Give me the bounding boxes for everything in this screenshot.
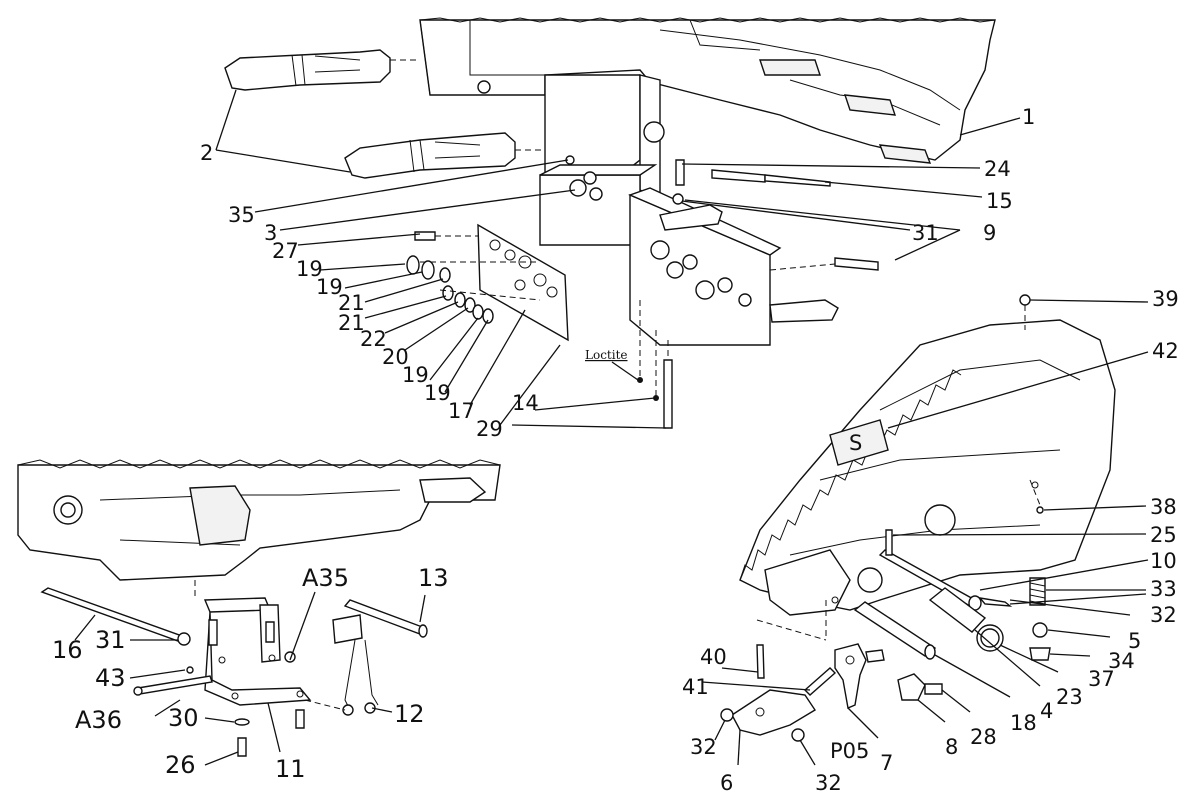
callout-12: 12 — [394, 700, 425, 728]
bolt-14-29 — [637, 300, 673, 429]
callout-32-left: 32 — [690, 735, 717, 759]
callout-13: 13 — [418, 564, 449, 592]
callout-4: 4 — [1040, 699, 1053, 723]
callout-17: 17 — [448, 399, 475, 423]
callout-19-d: 19 — [424, 381, 451, 405]
callout-21-a: 21 — [338, 291, 365, 315]
leader-lines-bottom-left — [74, 591, 426, 766]
callout-19-a: 19 — [296, 257, 323, 281]
link-6 — [720, 689, 816, 742]
callout-1: 1 — [1022, 105, 1035, 129]
pin-13 — [343, 599, 428, 638]
callout-32-right: 32 — [1150, 603, 1177, 627]
mounting-bracket-11 — [203, 597, 312, 706]
callout-30: 30 — [168, 704, 199, 732]
callout-19-b: 19 — [316, 275, 343, 299]
handle-grip-lower — [344, 132, 545, 179]
callout-34: 34 — [1108, 649, 1135, 673]
guide-line-clip — [304, 699, 346, 711]
bracket-screws — [186, 619, 305, 757]
callout-37: 37 — [1088, 667, 1115, 691]
bottom-right-housing — [739, 319, 1116, 616]
callout-31-top: 31 — [912, 221, 939, 245]
callout-32-bottom: 32 — [815, 771, 842, 795]
callout-3: 3 — [264, 221, 277, 245]
callout-33: 33 — [1150, 577, 1177, 601]
callout-28: 28 — [970, 725, 997, 749]
callout-A35: A35 — [302, 564, 349, 592]
main-valve-body — [628, 187, 839, 346]
callout-22: 22 — [360, 327, 387, 351]
callout-5: 5 — [1128, 629, 1141, 653]
callout-43: 43 — [95, 664, 126, 692]
ball-34-cap-37 — [1029, 622, 1051, 661]
callout-40: 40 — [700, 645, 727, 669]
callout-27: 27 — [272, 239, 299, 263]
pin-40 — [756, 600, 827, 679]
loctite-note: Loctite — [585, 348, 628, 362]
callout-21-b: 21 — [338, 311, 365, 335]
callout-10: 10 — [1150, 549, 1177, 573]
callout-41: 41 — [682, 675, 709, 699]
screw-39 — [1019, 294, 1031, 330]
callout-16: 16 — [52, 636, 83, 664]
lever-7 — [834, 643, 885, 709]
leader-lines-top — [215, 89, 1021, 429]
spring-33 — [1029, 577, 1046, 606]
cylinder-4 — [928, 587, 1004, 652]
callout-18: 18 — [1010, 711, 1037, 735]
callout-11: 11 — [275, 755, 306, 783]
logo-s: S — [849, 431, 862, 455]
callout-29: 29 — [476, 417, 503, 441]
callout-A36: A36 — [75, 706, 122, 734]
screw-38 — [1029, 479, 1044, 514]
callout-15: 15 — [986, 189, 1013, 213]
callout-2: 2 — [200, 141, 213, 165]
callout-23: 23 — [1056, 685, 1083, 709]
shaft-18 — [853, 601, 937, 660]
callout-7: 7 — [880, 751, 893, 775]
callout-14: 14 — [512, 391, 539, 415]
spring-clip-12 — [332, 614, 379, 716]
callout-24: 24 — [984, 157, 1011, 181]
callout-9: 9 — [983, 221, 996, 245]
seal-stack — [406, 255, 541, 324]
callout-35: 35 — [228, 203, 255, 227]
spring-41 — [803, 667, 837, 696]
callout-25: 25 — [1150, 523, 1177, 547]
callout-38: 38 — [1150, 495, 1177, 519]
callout-19-c: 19 — [402, 363, 429, 387]
leader-lines-bottom-right — [701, 299, 1149, 766]
handle-grip-upper — [224, 49, 420, 91]
screw-27 — [414, 231, 478, 241]
callout-42: 42 — [1152, 339, 1179, 363]
callout-20: 20 — [382, 345, 409, 369]
callout-P05: P05 — [830, 739, 869, 763]
pin-5 — [978, 597, 1013, 607]
spring-pin-25 — [885, 529, 893, 556]
callout-26: 26 — [165, 751, 196, 779]
bottom-left-frame — [17, 459, 501, 581]
top-frame-housing — [419, 17, 996, 164]
bushing-8 — [897, 673, 943, 701]
callout-6: 6 — [720, 771, 733, 795]
callout-39: 39 — [1152, 287, 1179, 311]
callout-8: 8 — [945, 735, 958, 759]
rod-16 — [40, 587, 191, 646]
pin-15-24-9 — [672, 159, 879, 271]
bolt-A36 — [133, 675, 213, 696]
callout-31-bottom: 31 — [95, 626, 126, 654]
valve-block — [539, 164, 658, 246]
